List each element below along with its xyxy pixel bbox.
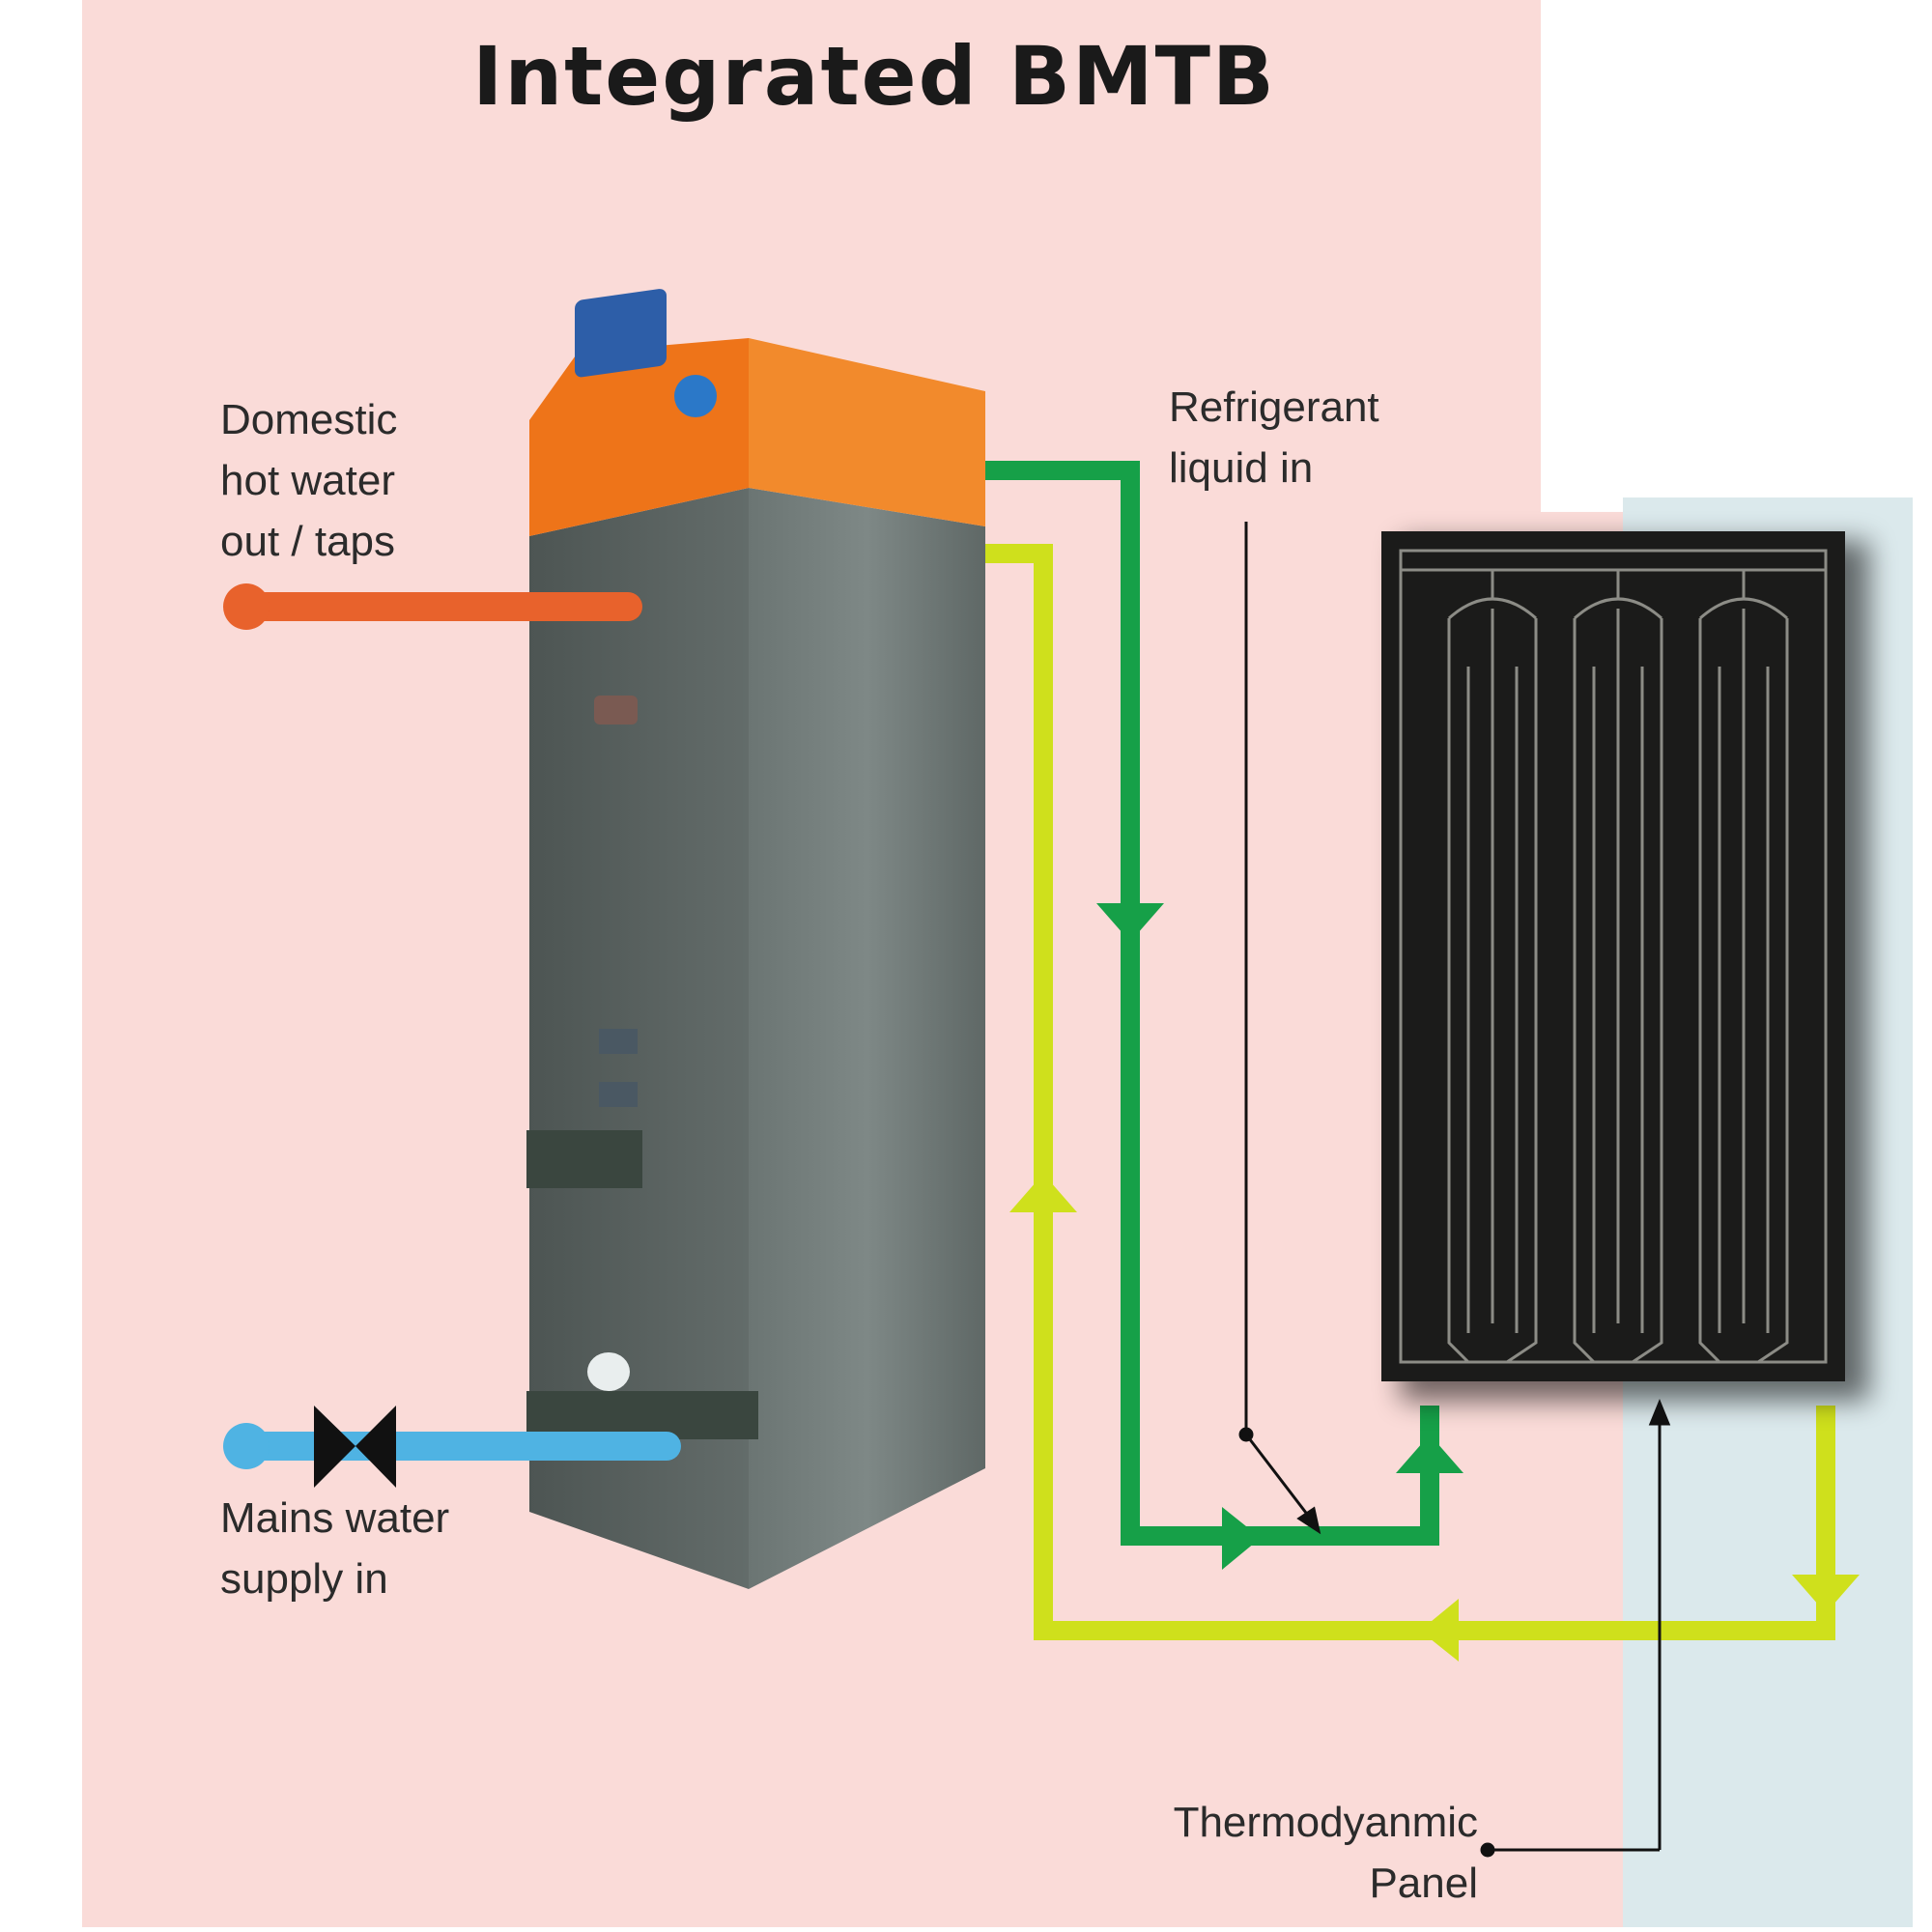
panel-label: Thermodyanmic Panel [1173, 1799, 1478, 1907]
refrigerant-out-pipe [985, 544, 1860, 1662]
hot-water-pipe [223, 583, 642, 630]
flow-arrow-icon [1222, 1507, 1261, 1570]
tank-port-upper [599, 1029, 638, 1054]
mains-water-pipe [223, 1406, 681, 1488]
tank-sensor-port [526, 1130, 642, 1188]
tank-base-band [526, 1391, 758, 1439]
flow-arrow-icon [1096, 903, 1164, 942]
diagram-title: Integrated BMTB [472, 29, 1276, 124]
hot-water-out-label: Domestic hot water out / taps [220, 396, 398, 565]
channel-group-3 [1698, 570, 1789, 1364]
tank-front-face [529, 488, 749, 1589]
tank-display [674, 375, 717, 417]
panel-channels [1399, 549, 1828, 1364]
tank-port-mid [594, 696, 638, 724]
tank-port-lower [599, 1082, 638, 1107]
channel-group-2 [1573, 570, 1663, 1364]
panel-leader-line [1480, 1399, 1671, 1858]
refrigerant-in-pipe [985, 461, 1463, 1570]
tank-control-label [575, 289, 667, 378]
tank-top-side [749, 338, 985, 526]
valve-icon [314, 1406, 396, 1488]
thermodynamic-panel [1381, 531, 1869, 1401]
storage-tank [526, 289, 985, 1589]
flow-arrow-icon [1009, 1174, 1077, 1212]
refrigerant-leader-line [1238, 522, 1321, 1535]
flow-arrow-icon [1792, 1575, 1860, 1613]
mains-water-in-label: Mains water supply in [220, 1494, 450, 1603]
flow-arrow-icon [1420, 1599, 1459, 1662]
channel-group-1 [1447, 570, 1538, 1364]
tank-valve-fitting [587, 1352, 630, 1391]
flow-arrow-icon [1396, 1435, 1463, 1473]
refrigerant-in-label: Refrigerant liquid in [1169, 384, 1379, 492]
tank-side-face [749, 488, 985, 1589]
